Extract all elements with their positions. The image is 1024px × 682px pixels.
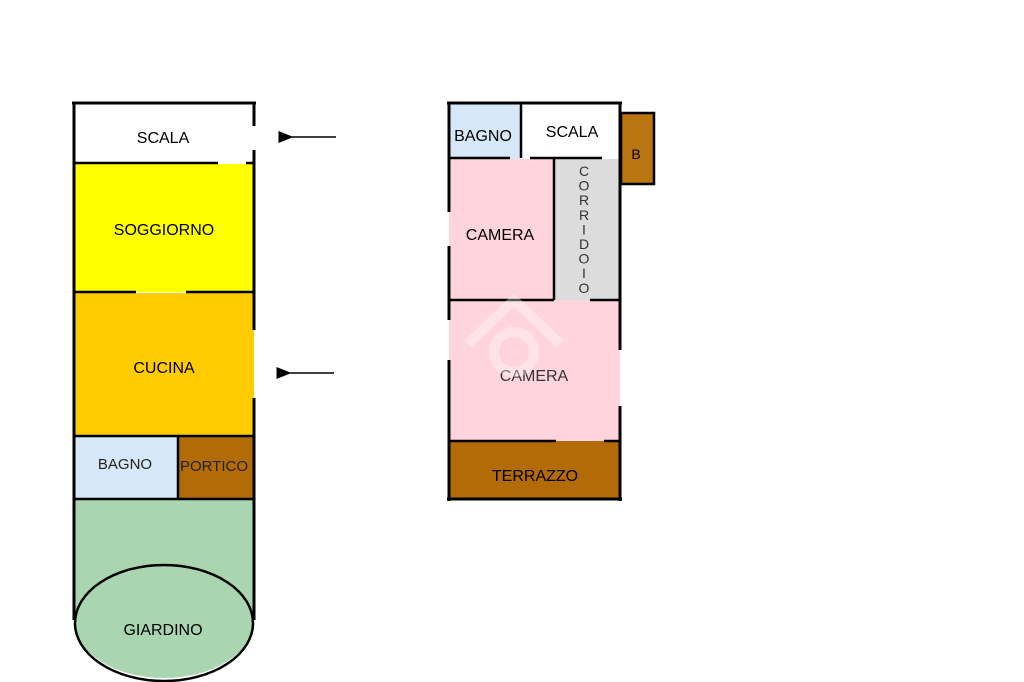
label-portico: PORTICO	[180, 458, 248, 475]
label-bagno-upper: BAGNO	[454, 128, 512, 145]
box-b	[619, 111, 656, 186]
corridoio-letter: I	[582, 221, 586, 237]
label-giardino: GIARDINO	[123, 622, 202, 639]
corridoio-letter: R	[579, 207, 589, 223]
corridoio-letter: I	[582, 265, 586, 281]
label-camera-2: CAMERA	[500, 368, 569, 385]
label-soggiorno: SOGGIORNO	[114, 222, 214, 239]
label-scala: SCALA	[137, 130, 190, 147]
label-cucina: CUCINA	[133, 360, 195, 377]
room-scala	[74, 103, 254, 163]
label-b: B	[631, 146, 640, 162]
corridoio-letter: O	[579, 251, 590, 267]
room-camera-2	[449, 300, 620, 441]
label-scala-upper: SCALA	[546, 124, 599, 141]
corridoio-letter: C	[579, 163, 589, 179]
room-soggiorno	[74, 164, 254, 292]
room-terrazzo	[449, 441, 620, 499]
room-portico	[178, 437, 254, 499]
room-cucina	[74, 293, 254, 436]
corridoio-letter: O	[579, 178, 590, 194]
watermark-logo	[464, 293, 564, 377]
room-bagno-upper	[449, 104, 521, 159]
label-terrazzo: TERRAZZO	[492, 468, 578, 485]
room-giardino	[74, 499, 254, 678]
corridoio-letter: D	[579, 236, 589, 252]
corridoio-letter: R	[579, 192, 589, 208]
room-camera-1	[449, 159, 554, 300]
room-bagno	[74, 437, 178, 499]
label-camera-1: CAMERA	[466, 227, 535, 244]
room-corridoio	[554, 159, 620, 300]
ground-floor-plan: SCALA SOGGIORNO CUCINA BAGNO PORTICO GIA…	[72, 101, 256, 682]
room-scala-upper	[521, 104, 620, 159]
garden-ellipse	[73, 563, 255, 682]
corridoio-letter: O	[579, 280, 590, 296]
label-bagno: BAGNO	[98, 456, 152, 473]
